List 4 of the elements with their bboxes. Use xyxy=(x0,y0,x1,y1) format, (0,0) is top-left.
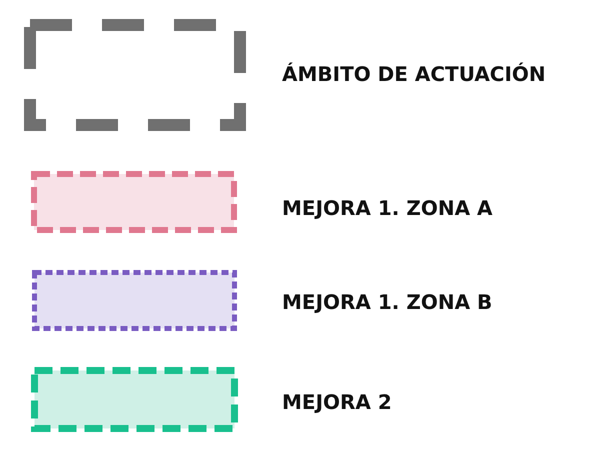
legend-label: MEJORA 1. ZONA A xyxy=(282,196,492,220)
legend-label: ÁMBITO DE ACTUACIÓN xyxy=(282,62,546,86)
legend-label: MEJORA 1. ZONA B xyxy=(282,290,492,314)
legend-label: MEJORA 2 xyxy=(282,390,392,414)
